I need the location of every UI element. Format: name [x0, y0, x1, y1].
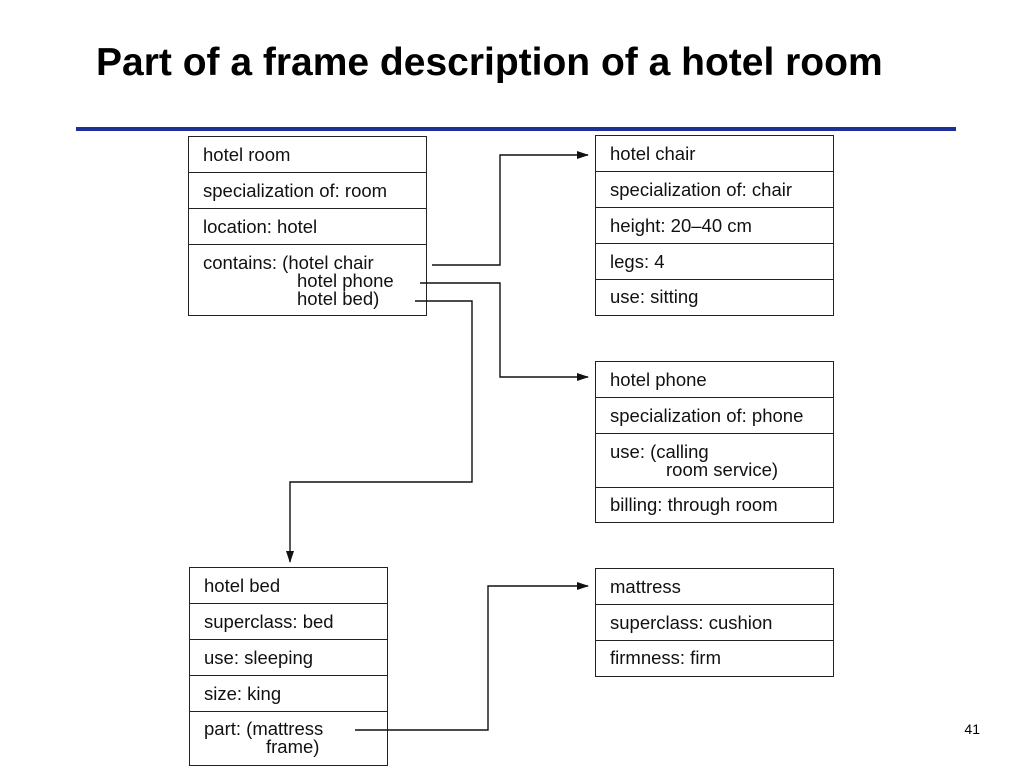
- slot-specialization: specialization of: phone: [596, 398, 833, 434]
- slot-text: hotel room: [203, 143, 291, 165]
- frame-mattress: mattress superclass: cushion firmness: f…: [595, 568, 834, 677]
- slot-text: firmness: firm: [610, 647, 721, 668]
- slot-text: superclass: cushion: [610, 611, 773, 633]
- slot-text: use: (calling: [610, 440, 709, 462]
- slot-text: hotel bed: [204, 574, 281, 596]
- frame-title-hotel-phone: hotel phone: [596, 362, 833, 398]
- frame-hotel-phone: hotel phone specialization of: phone use…: [595, 361, 834, 523]
- slot-text: specialization of: room: [203, 179, 388, 201]
- slot-text: contains: (hotel chair: [203, 252, 374, 273]
- slot-specialization: specialization of: chair: [596, 172, 833, 208]
- frame-title-hotel-room: hotel room: [189, 137, 426, 173]
- slot-use: use: (calling room service): [596, 434, 833, 488]
- slot-part: part: (mattress frame): [190, 712, 387, 764]
- connector-to-mattress: [355, 582, 589, 731]
- slot-text-continued: hotel phone: [297, 270, 394, 291]
- slot-superclass: superclass: bed: [190, 604, 387, 640]
- connector-to-hotel-chair: [432, 151, 589, 266]
- slot-firmness: firmness: firm: [596, 641, 833, 675]
- page-number: 41: [964, 721, 980, 737]
- frame-hotel-room: hotel room specialization of: room locat…: [188, 136, 427, 316]
- slot-text: part: (mattress: [204, 718, 324, 739]
- frame-hotel-chair: hotel chair specialization of: chair hei…: [595, 135, 834, 316]
- slot-text: billing: through room: [610, 493, 778, 515]
- slot-size: size: king: [190, 676, 387, 712]
- slide-title: Part of a frame description of a hotel r…: [96, 41, 883, 84]
- slot-text: height: 20–40 cm: [610, 214, 752, 236]
- slot-text-continued: frame): [266, 736, 320, 757]
- slot-text: legs: 4: [610, 250, 665, 272]
- frame-hotel-bed: hotel bed superclass: bed use: sleeping …: [189, 567, 388, 766]
- frame-title-mattress: mattress: [596, 569, 833, 605]
- frame-title-hotel-bed: hotel bed: [190, 568, 387, 604]
- slot-specialization: specialization of: room: [189, 173, 426, 209]
- frame-title-hotel-chair: hotel chair: [596, 136, 833, 172]
- connector-to-hotel-phone: [420, 282, 589, 381]
- slot-text: location: hotel: [203, 215, 318, 237]
- slot-text: use: sleeping: [204, 646, 314, 668]
- slot-text: size: king: [204, 682, 282, 704]
- slot-text: superclass: bed: [204, 610, 334, 632]
- slot-billing: billing: through room: [596, 488, 833, 521]
- slot-superclass: superclass: cushion: [596, 605, 833, 641]
- slot-use: use: sleeping: [190, 640, 387, 676]
- connector-to-hotel-bed: [286, 300, 473, 563]
- slot-use: use: sitting: [596, 280, 833, 314]
- slot-text: hotel chair: [610, 142, 696, 164]
- slot-text: hotel phone: [610, 368, 707, 390]
- slot-text-continued: hotel bed): [297, 288, 380, 309]
- slot-text: mattress: [610, 575, 681, 597]
- title-underline: [76, 127, 956, 131]
- slot-text: specialization of: chair: [610, 178, 793, 200]
- slot-height: height: 20–40 cm: [596, 208, 833, 244]
- slot-contains: contains: (hotel chair hotel phone hotel…: [189, 245, 426, 314]
- slot-text: use: sitting: [610, 286, 699, 307]
- slot-text: specialization of: phone: [610, 404, 804, 426]
- slot-text-continued: room service): [666, 458, 779, 480]
- slot-location: location: hotel: [189, 209, 426, 245]
- slot-legs: legs: 4: [596, 244, 833, 280]
